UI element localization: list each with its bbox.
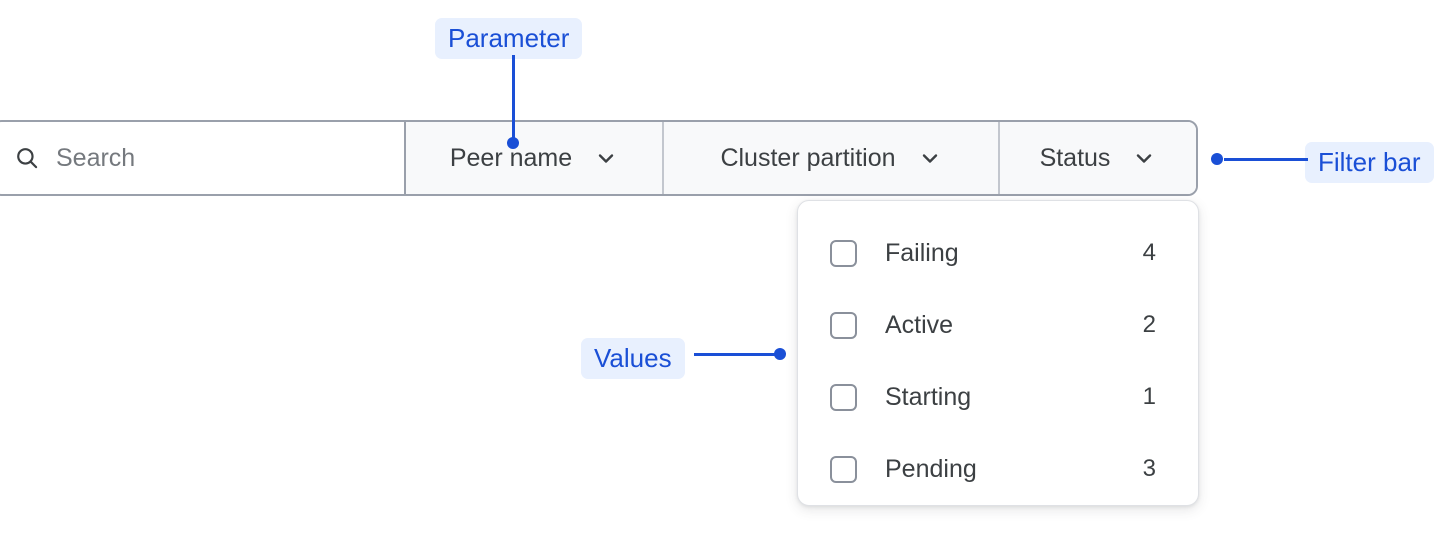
checkbox-starting[interactable] bbox=[830, 383, 857, 411]
option-count: 1 bbox=[1142, 383, 1156, 410]
option-count: 3 bbox=[1142, 455, 1156, 482]
search-segment[interactable] bbox=[0, 122, 406, 194]
option-count: 4 bbox=[1142, 239, 1156, 266]
filter-bar: Peer name Cluster partition Status bbox=[0, 120, 1198, 196]
option-label: Failing bbox=[885, 238, 959, 267]
filter-segment-label: Cluster partition bbox=[720, 143, 896, 172]
filter-segment-peer-name[interactable]: Peer name bbox=[406, 122, 664, 194]
filter-segment-label: Status bbox=[1039, 143, 1111, 172]
checkbox-pending[interactable] bbox=[830, 455, 857, 483]
checkbox-active[interactable] bbox=[830, 311, 857, 339]
option-label: Pending bbox=[885, 454, 977, 483]
search-icon bbox=[14, 145, 40, 171]
annotation-leader-line bbox=[512, 55, 515, 143]
chevron-down-icon bbox=[918, 146, 942, 170]
chevron-down-icon bbox=[594, 146, 618, 170]
status-dropdown-panel: Failing 4 Active 2 Starting 1 Pending 3 bbox=[797, 200, 1199, 506]
annotation-leader-line bbox=[694, 353, 778, 356]
annotation-label-values: Values bbox=[581, 338, 685, 379]
annotation-leader-line bbox=[1224, 158, 1308, 161]
checkbox-failing[interactable] bbox=[830, 239, 857, 267]
option-label: Starting bbox=[885, 382, 972, 411]
search-input[interactable] bbox=[56, 143, 386, 173]
chevron-down-icon bbox=[1132, 146, 1156, 170]
option-label: Active bbox=[885, 310, 954, 339]
option-count: 2 bbox=[1142, 311, 1156, 338]
annotation-anchor-dot bbox=[507, 137, 519, 149]
list-item[interactable]: Pending 3 bbox=[798, 433, 1198, 505]
annotation-label-filter-bar: Filter bar bbox=[1305, 142, 1434, 183]
list-item[interactable]: Starting 1 bbox=[798, 361, 1198, 433]
list-item[interactable]: Failing 4 bbox=[798, 217, 1198, 289]
annotation-anchor-dot bbox=[1211, 153, 1223, 165]
annotation-anchor-dot bbox=[774, 348, 786, 360]
list-item[interactable]: Active 2 bbox=[798, 289, 1198, 361]
filter-segment-cluster-partition[interactable]: Cluster partition bbox=[664, 122, 1000, 194]
filter-segment-status[interactable]: Status bbox=[1000, 122, 1196, 194]
annotation-label-parameter: Parameter bbox=[435, 18, 583, 59]
